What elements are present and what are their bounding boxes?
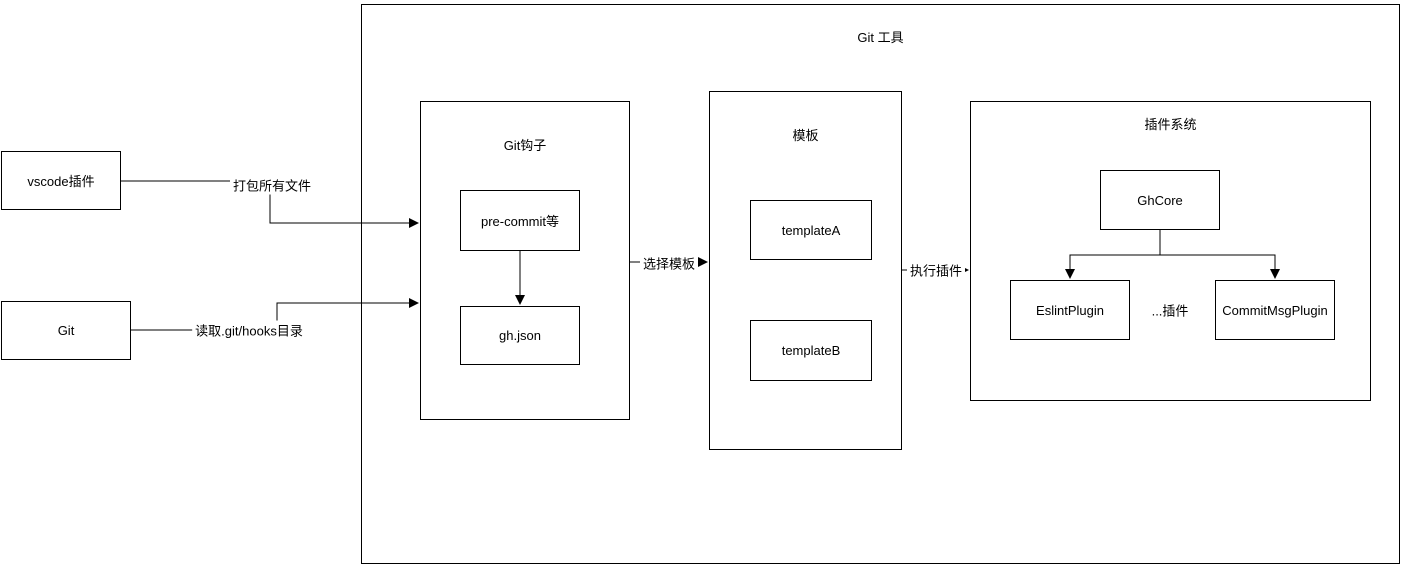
group-template-title: 模板 <box>792 128 819 143</box>
node-git: Git <box>1 301 131 360</box>
group-plugin-system-title: 插件系统 <box>1144 117 1197 132</box>
edge-pack-files <box>121 180 419 228</box>
group-plugin-system: 插件系统 <box>970 101 1371 401</box>
label-more-plugins: ...插件 <box>1151 303 1189 319</box>
edge-label-pack-files: 打包所有文件 <box>229 175 315 195</box>
edge-ghcore-to-eslint <box>1065 230 1161 279</box>
group-template: 模板 <box>709 91 902 450</box>
edge-label-read-hooks: 读取.git/hooks目录 <box>192 320 306 340</box>
node-template-b: templateB <box>750 320 872 381</box>
edge-label-exec-plugins: 执行插件 <box>906 260 966 280</box>
node-git-label: Git <box>57 323 75 338</box>
group-git-tool: Git 工具 <box>361 4 1400 564</box>
node-eslint-plugin-label: EslintPlugin <box>1036 302 1104 318</box>
node-eslint-plugin: EslintPlugin <box>1010 280 1130 340</box>
node-gh-core-label: GhCore <box>1137 192 1183 208</box>
node-template-b-label: templateB <box>781 343 841 358</box>
node-pre-commit: pre-commit等 <box>460 190 580 251</box>
node-vscode-plugin-label: vscode插件 <box>27 174 95 189</box>
node-pre-commit-label: pre-commit等 <box>480 214 559 229</box>
edge-ghcore-to-commitmsg <box>1159 230 1280 279</box>
group-git-tool-title: Git 工具 <box>857 30 904 45</box>
node-template-a-label: templateA <box>781 222 841 238</box>
node-gh-json: gh.json <box>460 306 580 365</box>
edge-label-select-template: 选择模板 <box>639 253 699 273</box>
node-gh-core: GhCore <box>1100 170 1220 230</box>
node-commitmsg-plugin: CommitMsgPlugin <box>1215 280 1335 340</box>
node-template-a: templateA <box>750 200 872 260</box>
node-gh-json-label: gh.json <box>499 328 541 343</box>
group-git-hooks-title: Git钩子 <box>503 138 547 153</box>
node-commitmsg-plugin-label: CommitMsgPlugin <box>1222 302 1328 318</box>
node-vscode-plugin: vscode插件 <box>1 151 121 210</box>
group-git-hooks: Git钩子 <box>420 101 630 420</box>
